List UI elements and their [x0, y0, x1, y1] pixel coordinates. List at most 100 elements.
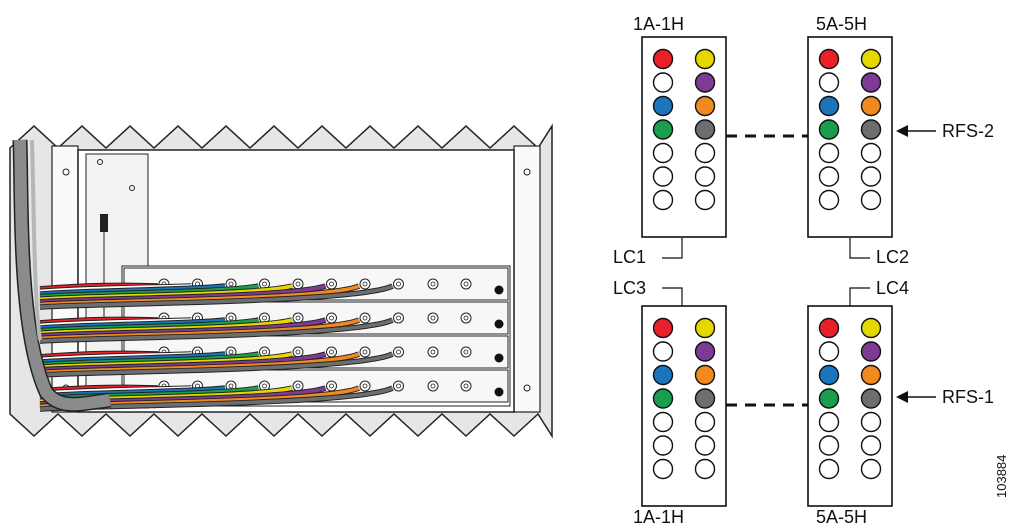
cable-bundle-highlight	[30, 139, 42, 341]
rfs-label-upper: RFS-2	[942, 121, 994, 141]
connector-port-white	[652, 72, 674, 93]
cable-gray	[39, 284, 394, 309]
spare-port-center	[463, 383, 469, 389]
connector-port-orange	[860, 364, 882, 386]
connector-port-white	[652, 435, 674, 456]
card-port	[292, 380, 304, 392]
arrowhead-rfs-lower	[896, 391, 908, 403]
card-port-center	[396, 349, 401, 355]
connector-port-red	[652, 317, 674, 339]
ear-screw	[62, 168, 70, 176]
connector-port-purple	[694, 341, 716, 362]
chassis-cables	[12, 139, 394, 412]
connector-port-white	[652, 411, 674, 433]
connector-port-blue	[818, 364, 840, 386]
cable-bundle	[14, 139, 111, 411]
connector-port-white	[818, 166, 840, 187]
figure-number: 103884	[994, 455, 1009, 498]
card-port-center	[228, 383, 234, 389]
connector-port-white	[818, 435, 840, 456]
connector-port-white	[860, 411, 882, 433]
spare-port	[427, 278, 439, 290]
panel-label-top-left: 1A-1H	[633, 14, 684, 34]
rfs-label-lower: RFS-1	[942, 387, 994, 407]
connector-port-yellow	[860, 317, 882, 339]
spare-port-center	[430, 349, 436, 355]
module-screw	[97, 159, 103, 165]
card-label-lc2: LC2	[876, 247, 909, 267]
card-port	[359, 380, 371, 392]
spare-port-center	[430, 315, 436, 321]
connector-port-white	[860, 166, 882, 187]
module-handle	[100, 214, 108, 232]
callout-lc4	[849, 287, 870, 306]
spare-port-center	[463, 315, 469, 321]
connector-port-orange	[694, 95, 716, 117]
panel-box	[641, 305, 727, 507]
connector-port-green	[652, 388, 674, 409]
connector-port-gray	[860, 119, 882, 140]
connector-port-white	[818, 189, 840, 211]
connector-port-green	[818, 119, 840, 140]
ear-screw	[523, 168, 531, 176]
spare-port	[460, 278, 472, 290]
spare-port	[460, 380, 472, 392]
connector-port-white	[818, 142, 840, 164]
connector-port-orange	[694, 364, 716, 386]
chassis-illustration	[9, 123, 553, 439]
card-port	[292, 346, 304, 358]
connector-port-white	[860, 189, 882, 211]
card-port-center	[329, 349, 334, 355]
module-screw	[129, 185, 135, 191]
card-port	[326, 380, 337, 392]
connector-port-red	[652, 48, 674, 70]
card-port	[393, 380, 404, 392]
arrowhead-rfs-upper	[896, 125, 908, 137]
panel-bottom-right	[807, 305, 893, 507]
card-port-center	[329, 383, 334, 389]
callout-lc1	[662, 238, 683, 259]
panel-box	[807, 305, 893, 507]
connector-panels	[641, 36, 893, 507]
card-port-center	[362, 315, 368, 321]
card-port-center	[396, 281, 401, 287]
card-port	[292, 312, 304, 324]
spare-port	[460, 346, 472, 358]
connector-port-purple	[860, 341, 882, 362]
connector-port-red	[818, 317, 840, 339]
cable-gray	[39, 352, 394, 377]
card-port-center	[396, 315, 401, 321]
card-port-center	[228, 315, 234, 321]
card-port-center	[262, 281, 267, 287]
spare-port	[427, 312, 439, 324]
card-led	[494, 387, 504, 397]
connector-port-blue	[818, 95, 840, 117]
connector-port-white	[860, 458, 882, 480]
connector-port-yellow	[694, 48, 716, 70]
card-port	[359, 346, 371, 358]
connector-port-white	[694, 458, 716, 480]
spare-port	[460, 312, 472, 324]
spare-port-center	[430, 383, 436, 389]
connector-port-gray	[694, 388, 716, 409]
connector-port-white	[652, 166, 674, 187]
card-port	[393, 346, 404, 358]
card-port	[326, 346, 337, 358]
connector-port-white	[818, 458, 840, 480]
spare-port	[427, 380, 439, 392]
card-port-center	[295, 383, 301, 389]
connector-port-white	[652, 189, 674, 211]
card-port-center	[295, 281, 301, 287]
ear-screw	[523, 384, 531, 392]
connector-port-white	[652, 341, 674, 362]
card-label-lc4: LC4	[876, 278, 909, 298]
connector-port-white	[694, 411, 716, 433]
card-led	[494, 319, 504, 329]
panel-label-top-right: 5A-5H	[816, 14, 867, 34]
card-port	[326, 312, 337, 324]
card-port	[292, 278, 304, 290]
panel-box	[641, 36, 727, 238]
card-port	[393, 278, 404, 290]
connector-port-purple	[694, 72, 716, 93]
